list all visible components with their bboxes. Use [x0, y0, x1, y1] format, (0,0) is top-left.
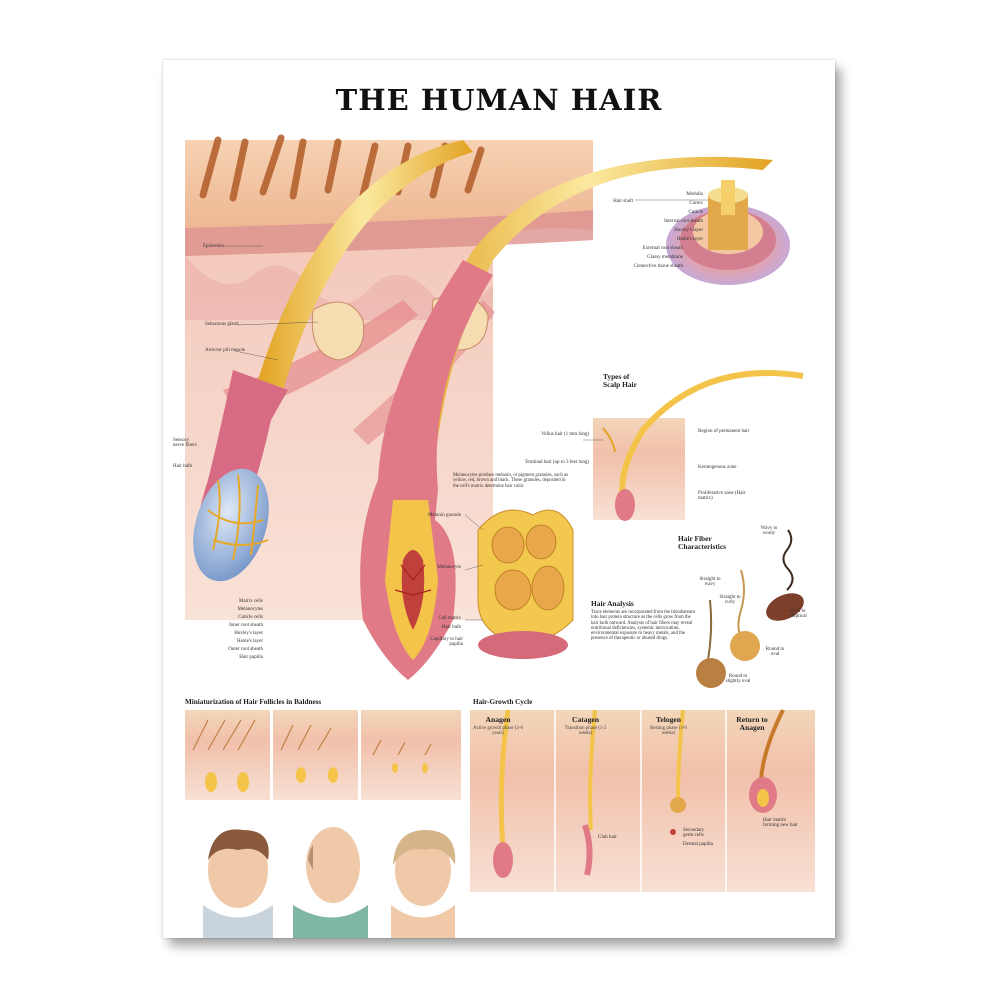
label-wavy-wooly: Wavy to wooly [760, 526, 778, 537]
anatomy-poster: THE HUMAN HAIR [163, 60, 835, 938]
bulb-label-3: Inner root sheath [229, 623, 263, 628]
cycle-heading: Hair-Growth Cycle [473, 698, 533, 706]
scalp-hair-diagram [593, 370, 804, 521]
label-vellus-hair: Vellus hair (1 mm long) [541, 432, 589, 437]
baldness-heading: Miniaturization of Hair Follicles in Bal… [185, 698, 322, 706]
label-hair-bulb-right: Hair bulb [441, 625, 461, 630]
bulb-label-7: Hair papilla [239, 655, 263, 660]
label-terminal-hair: Terminal hair (up to 3 feet long) [524, 460, 589, 465]
hair-analysis-paragraph: Trace elements are incorporated from the… [591, 610, 695, 642]
label-arrector-pili: Arrector pili muscle [205, 348, 246, 353]
cross-section-label-5: Henle's layer [676, 237, 703, 242]
baldness-heads [203, 827, 456, 938]
label-straight-curly: Straight to curly [719, 595, 741, 606]
poster-title: THE HUMAN HAIR [335, 83, 663, 117]
phase-telogen: Telogen [655, 715, 682, 724]
bulb-label-6: Outer root sheath [228, 647, 263, 652]
bulb-label-1: Melanocytes [237, 607, 263, 612]
label-round-oval: Round to oval [765, 647, 785, 658]
fiber-characteristics [696, 529, 804, 688]
cross-section-label-7: Glassy membrane [647, 255, 683, 260]
label-club-hair: Club hair [598, 835, 617, 840]
phase-catagen-sub: Transition phase (1-2 weeks) [564, 726, 607, 737]
label-secondary-germ: Secondary germ cells [683, 828, 705, 839]
phase-catagen: Catagen [572, 715, 599, 724]
label-hair-shaft: Hair shaft [613, 199, 633, 204]
label-hair-matrix: Hair matrix forming new hair [763, 818, 798, 829]
phase-return-anagen: Return to Anagen [736, 715, 768, 732]
label-capillary: Capillary to hair papilla [430, 637, 463, 648]
bulb-label-5: Henle's layer [236, 639, 263, 644]
label-oval-elliptical: Oval to elliptical [789, 609, 807, 620]
label-keratogenous: Keratogenous zone [698, 465, 737, 470]
cross-section-label-1: Cortex [689, 201, 703, 206]
cross-section-label-8: Connective tissue sheath [633, 264, 683, 269]
label-round-slightly-oval: Round to slightly oval [725, 674, 751, 685]
phase-telogen-sub: Resting phase (3-6 weeks) [650, 726, 687, 737]
left-follicle [193, 140, 473, 582]
phase-anagen-sub: Active growth phase (3-6 years) [473, 726, 523, 737]
label-hair-bulb-left: Hair bulb [173, 464, 193, 469]
label-melanocyte: Melanocyte [437, 565, 461, 570]
scalp-hair-heading: Types of Scalp Hair [603, 372, 637, 389]
melanocyte-paragraph: Melanocytes produce melanin, or pigment … [453, 473, 568, 489]
bulb-label-4: Huxley's layer [234, 631, 263, 636]
cross-section-label-3: Internal root sheath [664, 219, 703, 224]
right-follicle [360, 156, 773, 680]
label-dermal-papilla: Dermal papilla [683, 842, 713, 847]
cross-section-label-4: Huxley's layer [674, 228, 703, 233]
phase-anagen: Anagen [485, 715, 511, 724]
bulb-label-2: Cuticle cells [238, 615, 263, 620]
fiber-heading: Hair Fiber Characteristics [678, 534, 727, 551]
cross-section-label-0: Medulla [686, 192, 703, 197]
leader-lines [223, 199, 708, 621]
hair-analysis-heading: Hair Analysis [591, 599, 634, 608]
baldness-panels [185, 710, 461, 800]
melanocyte-cluster [477, 509, 574, 659]
label-melanin-granule: Melanin granule [428, 513, 461, 518]
growth-cycle-panel [470, 709, 815, 892]
label-cell-matrix: Cell matrix [438, 616, 461, 621]
label-proliferative: Proliferative zone (Hair matrix) [698, 491, 746, 502]
hair-cross-section [666, 180, 790, 285]
label-epidermis: Epidermis [203, 244, 224, 249]
bulb-label-0: Matrix cells [238, 599, 263, 604]
label-straight-wavy: Straight to wavy [699, 577, 721, 588]
label-permanent-region: Region of permanent hair [698, 429, 750, 434]
label-sebaceous-gland: Sebaceous gland [205, 322, 239, 327]
label-sensory-nerve: Sensory nerve fibers [173, 438, 197, 449]
cross-section-label-6: External root sheath [642, 246, 683, 251]
cross-section-label-2: Cuticle [688, 210, 703, 215]
illustration-canvas [185, 134, 815, 938]
